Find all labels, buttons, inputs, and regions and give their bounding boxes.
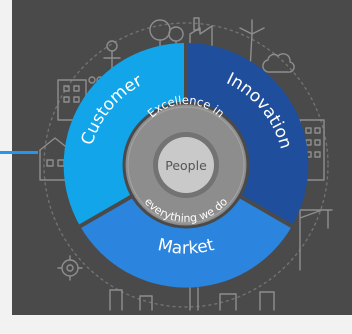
center-label: People <box>165 158 207 173</box>
segment-label-market: Market <box>156 235 217 259</box>
scenery-outline <box>39 17 333 311</box>
center-core <box>158 137 214 193</box>
connector-line <box>0 151 38 154</box>
skyline-outline <box>109 287 275 311</box>
wind-turbine-icon <box>239 19 265 71</box>
values-ring-inner <box>127 106 245 224</box>
crane-icon <box>299 209 333 271</box>
cloud-icon <box>262 53 295 73</box>
building-icon <box>57 79 87 121</box>
gear-icon <box>57 255 83 281</box>
